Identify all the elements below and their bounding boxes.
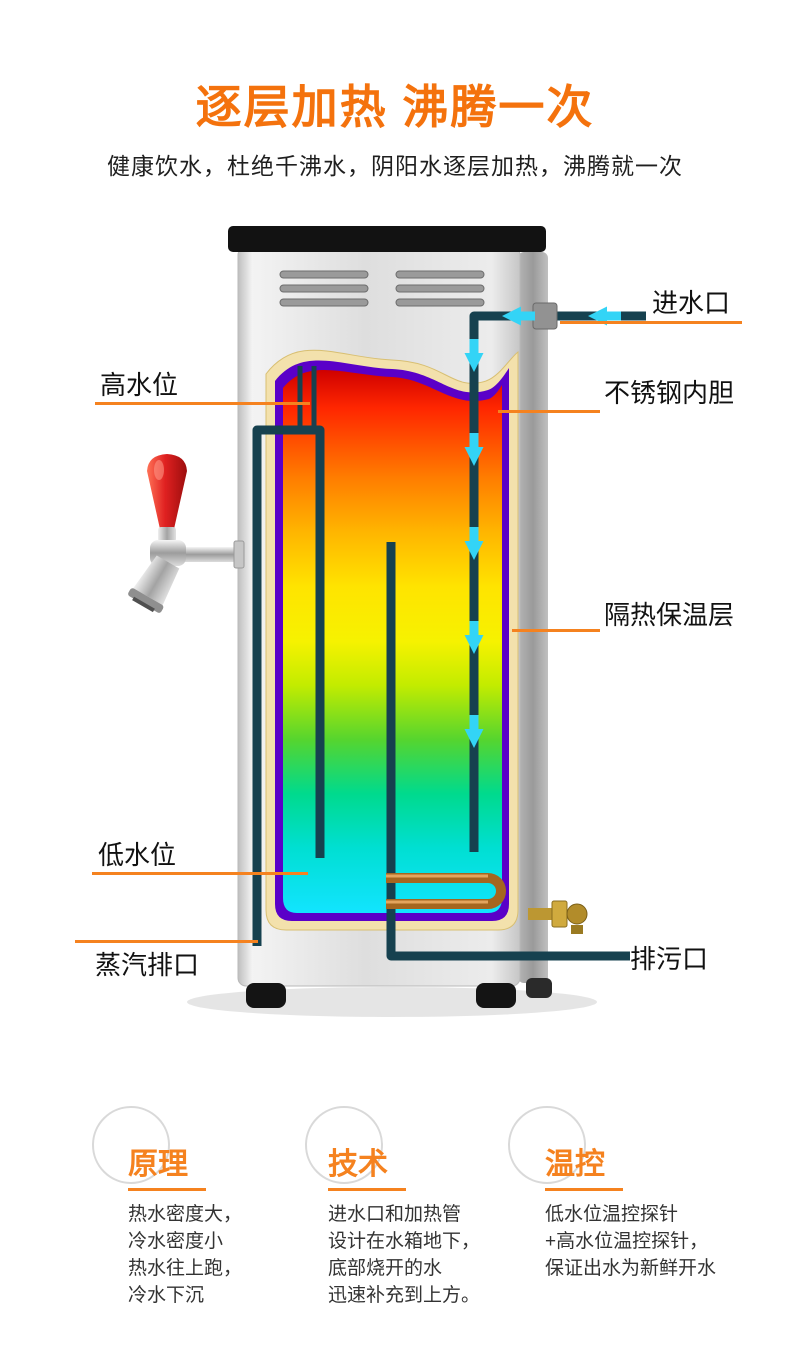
callout-steam-outlet: 蒸汽排口 <box>95 950 200 980</box>
feature-title: 原理 <box>128 1148 188 1181</box>
feature-underline <box>128 1188 206 1191</box>
feature-technology: 技术 进水口和加热管 设计在水箱地下， 底部烧开的水 迅速补充到上方。 <box>305 1106 535 1309</box>
callout-high-water-level: 高水位 <box>100 370 179 400</box>
faucet <box>128 454 245 613</box>
callout-insulation-layer: 隔热保温层 <box>604 600 735 630</box>
feature-text-line: 热水往上跑， <box>128 1258 243 1279</box>
drain-valve <box>528 900 588 934</box>
insulation-leader-line <box>512 629 600 632</box>
callout-low-water-level: 低水位 <box>98 840 177 870</box>
feature-underline <box>328 1188 406 1191</box>
low-water-leader-line <box>92 872 308 875</box>
feature-text-line: 冷水密度小 <box>128 1231 224 1252</box>
inlet-wall-connector <box>532 302 558 330</box>
boiler-side-panel <box>518 252 548 983</box>
feature-underline <box>545 1188 623 1191</box>
feature-text-line: 保证出水为新鲜开水 <box>545 1258 717 1279</box>
decorative-circle <box>305 1106 383 1184</box>
decorative-circle <box>92 1106 170 1184</box>
page-title: 逐层加热 沸腾一次 <box>195 81 595 133</box>
callout-stainless-inner-tank: 不锈钢内胆 <box>604 378 735 408</box>
vent-grilles <box>279 270 485 307</box>
feature-principle: 原理 热水密度大， 冷水密度小 热水往上跑， 冷水下沉 <box>92 1106 292 1309</box>
boiler-top-lid <box>228 226 546 252</box>
inlet-leader-line <box>560 321 742 324</box>
feature-title: 技术 <box>328 1148 388 1181</box>
feature-text-line: 热水密度大， <box>128 1204 243 1225</box>
feature-text-line: 进水口和加热管 <box>328 1204 462 1225</box>
faucet-handle <box>147 454 187 529</box>
faucet-inlet-pipe <box>184 547 242 562</box>
feature-text-line: 迅速补充到上方。 <box>328 1285 481 1306</box>
faucet-flange <box>233 540 245 569</box>
feature-text-line: 设计在水箱地下， <box>328 1231 481 1252</box>
feature-text-line: +高水位温控探针， <box>545 1231 709 1252</box>
heating-coil <box>386 873 506 909</box>
high-water-probe-ticks <box>297 366 317 430</box>
decorative-circle <box>508 1106 586 1184</box>
faucet-spout <box>128 555 180 613</box>
callout-inlet: 进水口 <box>652 288 731 318</box>
steam-outlet-pipe <box>252 425 325 946</box>
feature-text-line: 底部烧开的水 <box>328 1258 443 1279</box>
callout-drain-outlet: 排污口 <box>630 944 709 974</box>
feature-text-line: 冷水下沉 <box>128 1285 205 1306</box>
inner-tank-leader-line <box>498 410 600 413</box>
feature-text-line: 低水位温控探针 <box>545 1204 679 1225</box>
feature-title: 温控 <box>545 1148 605 1181</box>
page-subtitle: 健康饮水，杜绝千沸水，阴阳水逐层加热，沸腾就一次 <box>107 153 683 179</box>
feature-temperature-control: 温控 低水位温控探针 +高水位温控探针， 保证出水为新鲜开水 <box>508 1106 758 1282</box>
steam-outlet-leader-line <box>75 940 258 943</box>
high-water-leader-line <box>95 402 310 405</box>
drain-pipe <box>386 542 630 961</box>
feet <box>246 978 552 1008</box>
